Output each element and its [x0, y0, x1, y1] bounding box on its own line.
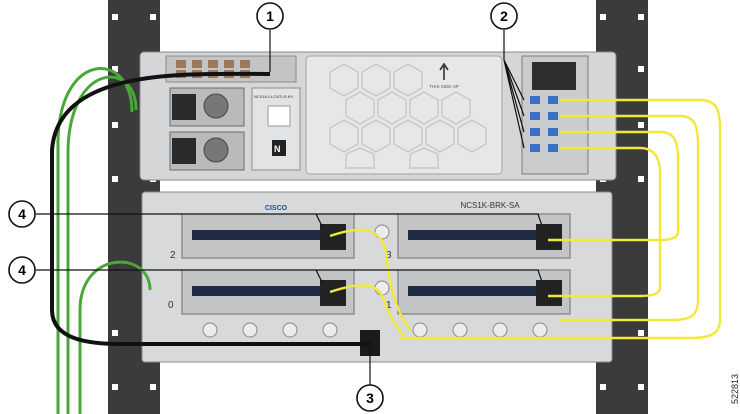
cassette-2 — [181, 213, 355, 259]
breakout-panel: CISCO NCS1K-BRK-SA 2 3 0 1 — [141, 191, 613, 363]
line-card-ports — [530, 96, 558, 152]
breakout-brand: CISCO — [265, 205, 288, 212]
slot-label-1: 1 — [386, 300, 392, 311]
svg-text:N: N — [274, 144, 281, 154]
svg-text:3: 3 — [366, 390, 374, 406]
figure-id: 522813 — [730, 374, 740, 404]
cassette-0 — [181, 269, 355, 315]
black-cable — [50, 71, 370, 346]
slot-label-0: 0 — [168, 300, 174, 311]
controller-module: NCS1K14-CNTLR-K9 N — [251, 87, 301, 171]
callout-2: 2 — [490, 2, 518, 30]
callout-4-upper: 4 — [8, 200, 36, 228]
power-supply-bottom — [169, 131, 245, 171]
breakout-model-label: NCS1K-BRK-SA — [460, 201, 520, 210]
svg-text:2: 2 — [500, 8, 508, 24]
cassette-3 — [397, 213, 571, 259]
callout-1: 1 — [256, 2, 284, 30]
cassette-1 — [397, 269, 571, 315]
slot-label-2: 2 — [170, 250, 176, 261]
module-label: NCS1K14-CNTLR-K9 — [254, 94, 293, 99]
airflow-label: THIS SIDE UP — [429, 84, 459, 89]
power-supply-top — [169, 87, 245, 127]
svg-text:4: 4 — [18, 262, 26, 278]
callout-leaders — [36, 30, 543, 390]
callout-3: 3 — [356, 384, 384, 412]
ncs1014-chassis: NCS1K14-CNTLR-K9 N — [139, 51, 617, 181]
fan-grille: THIS SIDE UP — [305, 55, 503, 175]
callout-4-lower: 4 — [8, 256, 36, 284]
slot-label-3: 3 — [386, 250, 392, 261]
svg-text:4: 4 — [18, 206, 26, 222]
svg-text:1: 1 — [266, 8, 274, 24]
yellow-fibers — [329, 98, 722, 340]
